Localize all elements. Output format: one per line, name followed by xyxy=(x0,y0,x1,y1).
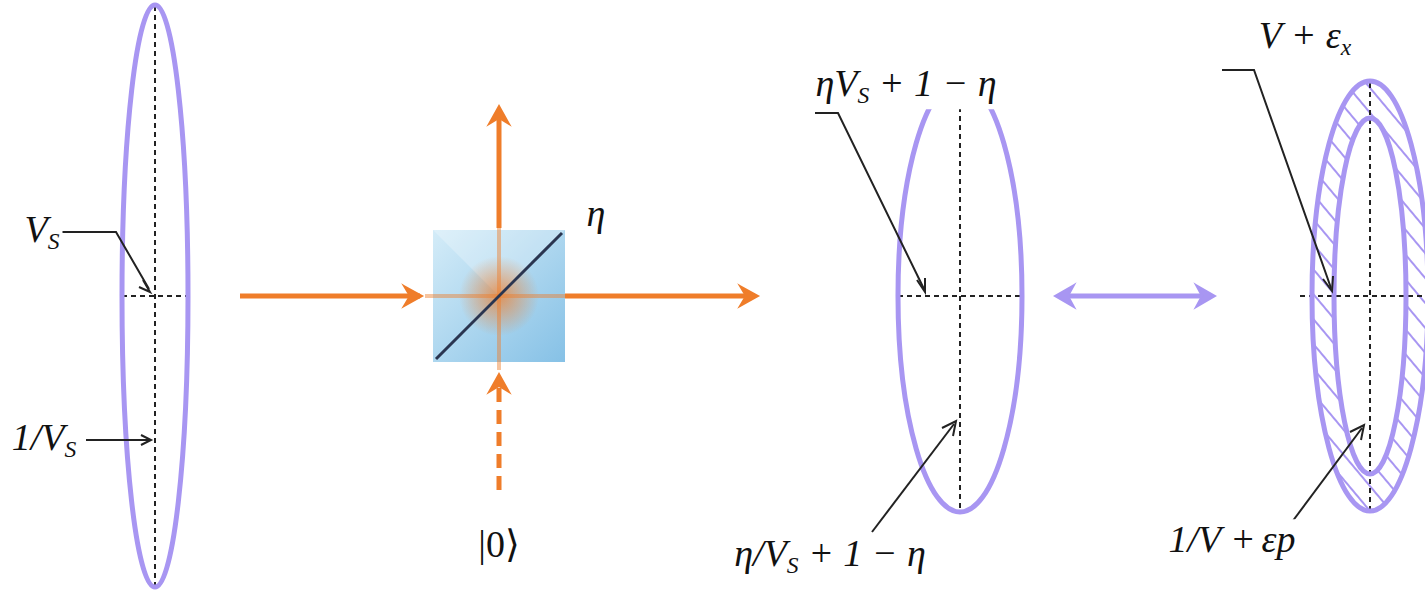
subscript: S xyxy=(858,82,870,108)
formula-label: VS xyxy=(22,209,63,255)
formula-text: + 1 − η xyxy=(869,62,996,104)
formula-text: |0⟩ xyxy=(478,523,519,565)
formula-text: εp xyxy=(1262,518,1296,560)
formula-label: ηVS + 1 − η xyxy=(813,63,1000,109)
subscript: S xyxy=(787,552,799,578)
formula-text: 1/V xyxy=(12,416,65,458)
formula-text: + 1 − η xyxy=(799,532,926,574)
noisy-state-annulus xyxy=(1300,81,1425,511)
formula-text: η/V xyxy=(734,532,787,574)
formula-text: ηV xyxy=(816,62,858,104)
leader-line xyxy=(1222,70,1364,522)
equivalence-arrow xyxy=(1055,285,1215,307)
subscript: S xyxy=(48,228,60,254)
formula-label: V + εx xyxy=(1256,15,1355,61)
leader-line xyxy=(50,232,151,445)
subscript: S xyxy=(65,436,77,462)
subscript xyxy=(1256,538,1262,564)
formula-text: V + ε xyxy=(1259,14,1341,56)
formula-label: 1/VS xyxy=(9,417,80,463)
subscript: x xyxy=(1341,34,1351,60)
beam-splitter xyxy=(425,225,575,370)
formula-text: 1/V + xyxy=(1168,518,1255,560)
formula-label: |0⟩ xyxy=(475,524,522,566)
formula-text: V xyxy=(25,208,48,250)
formula-label: 1/V + εp xyxy=(1165,519,1298,565)
formula-text: η xyxy=(587,192,606,234)
output-state-ellipse xyxy=(898,80,1022,512)
light-beam xyxy=(240,106,758,490)
leader-line xyxy=(815,113,956,532)
squeezed-state-ellipse xyxy=(122,5,188,588)
formula-label: η/VS + 1 − η xyxy=(731,533,929,579)
formula-label: η xyxy=(584,193,609,235)
